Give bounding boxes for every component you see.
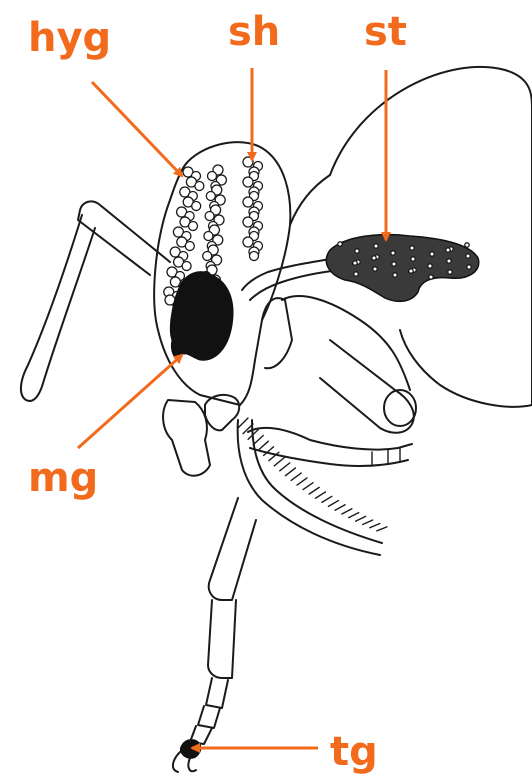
palp-segment [335,505,345,511]
hyg-bead [192,202,201,211]
st-speckle [393,273,397,277]
st-speckle [409,269,413,273]
hind-leg-tarsus-1 [206,678,228,708]
st-speckle [411,257,415,261]
sh-bead [243,177,253,187]
palp-segment [253,436,263,445]
palp-segment [238,418,248,428]
palp-segment [280,463,290,471]
st-speckle [354,272,358,276]
label-tg: tg [330,732,378,772]
sh-bead [243,237,253,247]
palp-segment [342,509,352,514]
sh-bead [243,217,253,227]
salivary-duct [242,258,335,290]
palp-segment [322,496,332,502]
hyg-bead [204,232,213,241]
palp-segment [291,473,301,480]
front-leg-femur [320,340,414,433]
st-speckle [467,265,471,269]
st-speckle [374,244,378,248]
palp-segment [303,483,313,490]
st-speckle [428,264,432,268]
palp-segment [285,468,295,476]
st-speckle [430,252,434,256]
st-speckle [372,256,376,260]
palp-segment [370,523,380,527]
st-speckle [410,246,414,250]
st-speckle [373,267,377,271]
label-sh: sh [228,12,280,52]
hyg-bead [185,242,194,251]
salivary-thoracic-gland [326,235,478,302]
sh-bead [250,252,259,261]
mandible-left [163,400,210,476]
palp-segment [315,492,325,498]
st-speckle [392,262,396,266]
palp-segment [356,516,366,521]
st-speckle [448,270,452,274]
palp-segment [297,478,307,485]
palp-segment [328,501,338,507]
hyg-bead [205,212,214,221]
hind-leg-tarsus-2 [198,706,220,728]
hyg-bead [206,192,215,201]
palp-segment [349,513,359,518]
label-st: st [364,12,407,52]
hyg-bead [182,262,191,271]
hyg-bead [189,222,198,231]
hind-leg-tibia [208,600,236,678]
arrow-hyg [92,82,182,176]
st-speckle [391,251,395,255]
label-hyg: hyg [28,18,111,58]
st-speckle [353,261,357,265]
st-speckle [338,242,342,246]
palp-segment [377,527,387,531]
st-speckle [446,248,450,252]
palp-segment [274,458,284,466]
st-speckle [447,259,451,263]
st-speckle [429,275,433,279]
sh-bead [243,197,253,207]
mandibular-gland [170,272,233,360]
st-speckle [466,254,470,258]
label-mg: mg [28,458,98,498]
palp-segment [309,487,319,494]
palp-segment [363,520,373,525]
antenna-funiculus [21,215,95,401]
hyg-bead [195,182,204,191]
st-speckle [465,243,469,247]
palp-segment [258,441,268,450]
front-leg-coxa [262,298,292,368]
hyg-bead [208,172,217,181]
hind-leg-femur [209,498,256,600]
st-speckle [355,249,359,253]
hyg-bead [203,252,212,261]
